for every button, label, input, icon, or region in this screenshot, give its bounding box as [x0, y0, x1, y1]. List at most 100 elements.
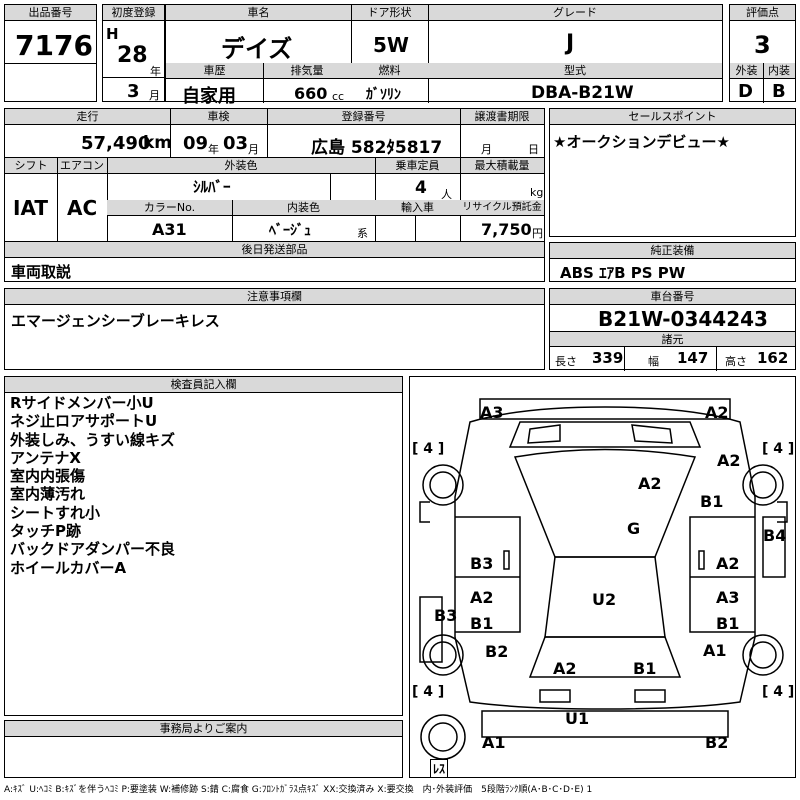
equip-value: ABS ｴｱB PS PW — [560, 264, 686, 282]
score-label: 評価点 — [730, 5, 795, 21]
rear-bumper-shape — [481, 710, 729, 738]
lot-label: 出品番号 — [5, 5, 96, 21]
damage-code: G — [627, 519, 641, 538]
damage-code: A2 — [705, 403, 729, 422]
fuel: ｶﾞｿﾘﾝ — [366, 87, 401, 103]
air-con: AC — [67, 196, 98, 220]
ext-score: D — [738, 81, 753, 102]
color-label: 外装色 — [107, 158, 375, 174]
mileage-unit: km — [143, 133, 173, 153]
year-unit: 年 — [150, 65, 161, 78]
era: H — [106, 25, 119, 43]
car-history: 自家用 — [182, 86, 236, 107]
tire-count: [ 4 ] — [762, 684, 795, 700]
damage-code: U1 — [565, 709, 590, 728]
transfer-label: 譲渡書期限 — [460, 109, 544, 125]
load-label: 最大積載量 — [460, 158, 544, 174]
shift-label: シフト — [5, 158, 57, 174]
wheel-fl — [422, 464, 464, 506]
inspector-label: 検査員記入欄 — [5, 377, 402, 393]
interior-color: ﾍﾞｰｼﾞｭ — [269, 223, 311, 239]
tire-count: [ 4 ] — [412, 684, 445, 700]
model-label: 型式 — [428, 63, 722, 79]
import-label: 輸入車 — [375, 200, 460, 216]
damage-code: A2 — [717, 451, 741, 470]
cap-label: 乗車定員 — [375, 158, 460, 174]
damage-code: B3 — [470, 554, 494, 573]
inspector-line: ネジ止ロアサポートU — [10, 412, 158, 431]
notes-label: 注意事項欄 — [5, 289, 544, 305]
tire-count: [ 4 ] — [412, 441, 445, 457]
damage-code: B1 — [700, 492, 724, 511]
spare-wheel — [420, 714, 466, 760]
inspector-line: シートすれ小 — [10, 503, 101, 522]
chassis-box: 車台番号 B21W-0344243 諸元 長さ 339 幅 147 高さ 162 — [549, 288, 796, 371]
disp-unit: cc — [332, 90, 345, 103]
tire-count: [ 4 ] — [762, 441, 795, 457]
ac-label: エアコン — [57, 158, 107, 174]
front-bumper-shape — [479, 398, 731, 420]
inspector-line: タッチP跡 — [10, 522, 81, 541]
inspector-line: Rサイドメンバー小U — [10, 394, 154, 412]
windshield-shape — [513, 448, 697, 558]
right-side-panel — [762, 516, 786, 578]
tail-lamp-left — [539, 689, 571, 703]
inspector-line: 室内薄汚れ — [10, 485, 86, 504]
damage-code: U2 — [592, 590, 617, 609]
recycle-fee: 7,750 — [481, 220, 532, 239]
fuel-label: 燃料 — [351, 63, 428, 79]
inspector-line: ホイールカバーA — [10, 558, 127, 577]
reg-year: 28 — [117, 43, 148, 68]
door-handle-right — [698, 550, 705, 570]
row3-box: シフト エアコン 外装色 乗車定員 最大積載量 IAT AC ｼﾙﾊﾞｰ 4 人… — [4, 158, 545, 242]
office-box: 事務局よりご案内 — [4, 720, 403, 778]
damage-code: B1 — [716, 614, 740, 633]
recycle-label: リサイクル預託金 — [460, 200, 544, 216]
colorno-label: カラーNo. — [107, 200, 232, 216]
sales-point-box: セールスポイント ★オークションデビュー★ — [549, 108, 796, 237]
inspect-label: 車検 — [170, 109, 267, 125]
inspect-year: 09 — [183, 133, 209, 154]
door-lines — [455, 516, 755, 633]
equip-box: 純正装備 ABS ｴｱB PS PW — [549, 242, 796, 282]
damage-code: B4 — [763, 526, 787, 545]
car-label: 車名 — [166, 5, 351, 21]
door-label: ドア形状 — [351, 5, 428, 21]
spec-width: 147 — [677, 349, 709, 367]
intcolor-label: 内装色 — [232, 200, 375, 216]
registration-box: 初度登録 H 28 年 3 月 — [102, 4, 165, 102]
int-label: 内装 — [763, 63, 795, 79]
damage-code: A1 — [703, 641, 727, 660]
inspect-month: 03 — [223, 133, 249, 154]
notes-value: エマージェンシーブレーキレス — [11, 312, 220, 330]
plate-label: 登録番号 — [267, 109, 460, 125]
office-label: 事務局よりご案内 — [5, 721, 402, 737]
spec-length: 339 — [592, 349, 624, 367]
hood-shape — [508, 421, 702, 448]
exterior-color: ｼﾙﾊﾞｰ — [193, 178, 231, 196]
rear-window-shape — [528, 636, 682, 678]
lot-number: 7176 — [15, 29, 93, 62]
grade-label: グレード — [428, 5, 722, 21]
damage-code: A2 — [716, 554, 740, 573]
headlight-shape — [527, 424, 673, 444]
damage-code: B2 — [705, 733, 729, 752]
car-outline — [419, 398, 788, 760]
inspector-line: バックドアダンパー不良 — [10, 540, 176, 559]
inspector-line: 室内内張傷 — [10, 467, 86, 486]
spec-label: 諸元 — [550, 331, 795, 347]
inspector-line: 外装しみ、うすい線キズ — [10, 430, 176, 449]
history-label: 車歴 — [166, 63, 263, 79]
damage-code: B1 — [633, 659, 657, 678]
car-name: デイズ — [221, 35, 293, 63]
sales-label: セールスポイント — [550, 109, 795, 125]
score: 3 — [754, 31, 771, 59]
mirror-shapes — [419, 501, 788, 523]
main-info-box: 車名 ドア形状 グレード デイズ 5W J 車歴 排気量 燃料 型式 自家用 6… — [165, 4, 723, 107]
damage-code: B2 — [485, 642, 509, 661]
damage-code: A2 — [638, 474, 662, 493]
month-unit: 月 — [149, 89, 160, 102]
equip-label: 純正装備 — [550, 243, 795, 259]
chassis-number: B21W-0344243 — [598, 307, 768, 331]
